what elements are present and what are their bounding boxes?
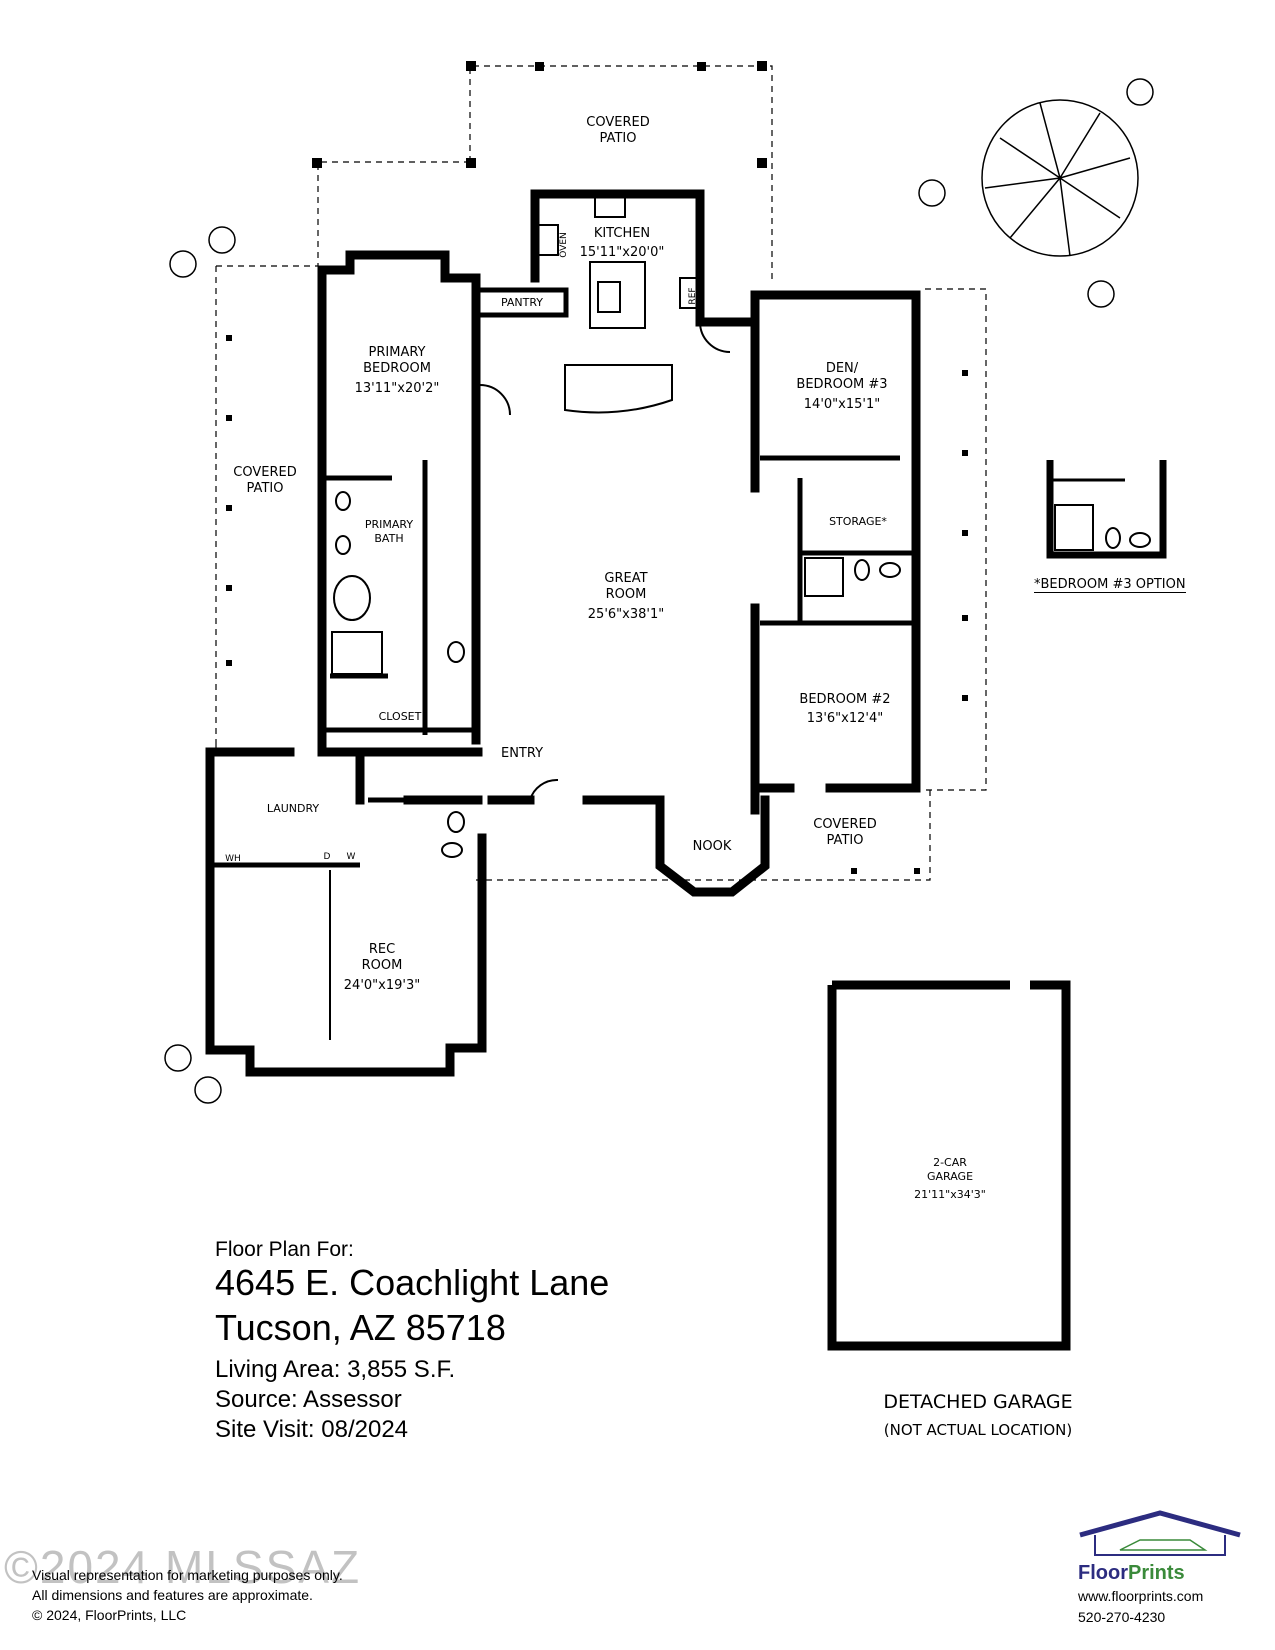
brand-phone: 520-270-4230 [1078,1609,1166,1625]
fixtures [329,196,901,1040]
oven-label: OVEN [559,232,569,258]
footer-copyright: © 2024, FloorPrints, LLC [32,1607,187,1623]
brand-website[interactable]: www.floorprints.com [1078,1588,1204,1604]
primary-bedroom-label: PRIMARY [369,345,426,360]
brand-name: FloorPrints [1078,1562,1185,1585]
den-dims: 14'0"x15'1" [804,397,880,412]
closet-label: CLOSET [379,710,422,723]
address-line2: Tucson, AZ 85718 [215,1307,506,1348]
landscaping [164,78,1154,1104]
entry-label: ENTRY [501,746,543,761]
dryer-label: D [324,852,331,862]
patio-top-label: COVERED [586,115,649,130]
garage-caption-subtitle: (NOT ACTUAL LOCATION) [883,1421,1073,1439]
primary-bath-label: PRIMARY [365,518,413,531]
walls [205,189,921,1077]
garage-caption-title: DETACHED GARAGE [883,1391,1073,1413]
address-line1: 4645 E. Coachlight Lane [215,1262,610,1303]
storage-label: STORAGE* [829,515,887,528]
den-label: DEN/ [826,361,859,376]
source: Source: Assessor [215,1386,402,1413]
site-visit: Site Visit: 08/2024 [215,1416,409,1443]
great-room-dims: 25'6"x38'1" [588,607,664,622]
patio-posts [226,61,968,874]
patio-left-label-2: PATIO [247,481,284,496]
kitchen-label: KITCHEN [594,226,650,241]
footer-disclaimer-1: Visual representation for marketing purp… [32,1567,343,1583]
bedroom3-option-caption: *BEDROOM #3 OPTION [1034,577,1186,593]
primary-bath-label-2: BATH [374,532,403,545]
patio-top-label-2: PATIO [600,131,637,146]
water-heater-label: WH [225,854,241,864]
garage-label-2: GARAGE [927,1170,973,1183]
interior-walls [210,287,912,868]
great-room-label: GREAT [604,571,647,586]
primary-bedroom-dims: 13'11"x20'2" [355,381,440,396]
great-room-label-2: ROOM [606,587,647,602]
footer-disclaimer-2: All dimensions and features are approxim… [32,1587,313,1603]
nook-label: NOOK [693,839,732,854]
plan-lead: Floor Plan For: [215,1238,354,1261]
patio-left-label: COVERED [233,465,296,480]
laundry-label: LAUNDRY [267,802,320,815]
garage-dims: 21'11"x34'3" [914,1188,986,1201]
bedroom2-label: BEDROOM #2 [799,692,890,707]
bedroom2-dims: 13'6"x12'4" [807,711,883,726]
patio-outlines [215,65,987,881]
floorprints-logo-icon [1079,1510,1241,1556]
garage-walls [827,980,1071,1351]
rec-room-label-2: ROOM [362,958,403,973]
ref-label: REF [688,287,698,304]
den-label-2: BEDROOM #3 [796,377,887,392]
brand-name-b: Prints [1128,1562,1185,1584]
garage-label: 2-CAR [933,1156,967,1169]
rec-room-dims: 24'0"x19'3" [344,978,420,993]
patio-right-label-2: PATIO [827,833,864,848]
brand-name-a: Floor [1078,1562,1128,1584]
primary-bedroom-label-2: BEDROOM [363,361,431,376]
bedroom3-option-plan [1046,460,1167,559]
washer-label: W [347,852,356,862]
living-area: Living Area: 3,855 S.F. [215,1356,456,1383]
watermark: ©2024 MLSSAZ [4,1541,362,1593]
pantry-label: PANTRY [501,296,543,309]
rec-room-label: REC [369,942,395,957]
kitchen-dims: 15'11"x20'0" [580,245,665,260]
patio-right-label: COVERED [813,817,876,832]
